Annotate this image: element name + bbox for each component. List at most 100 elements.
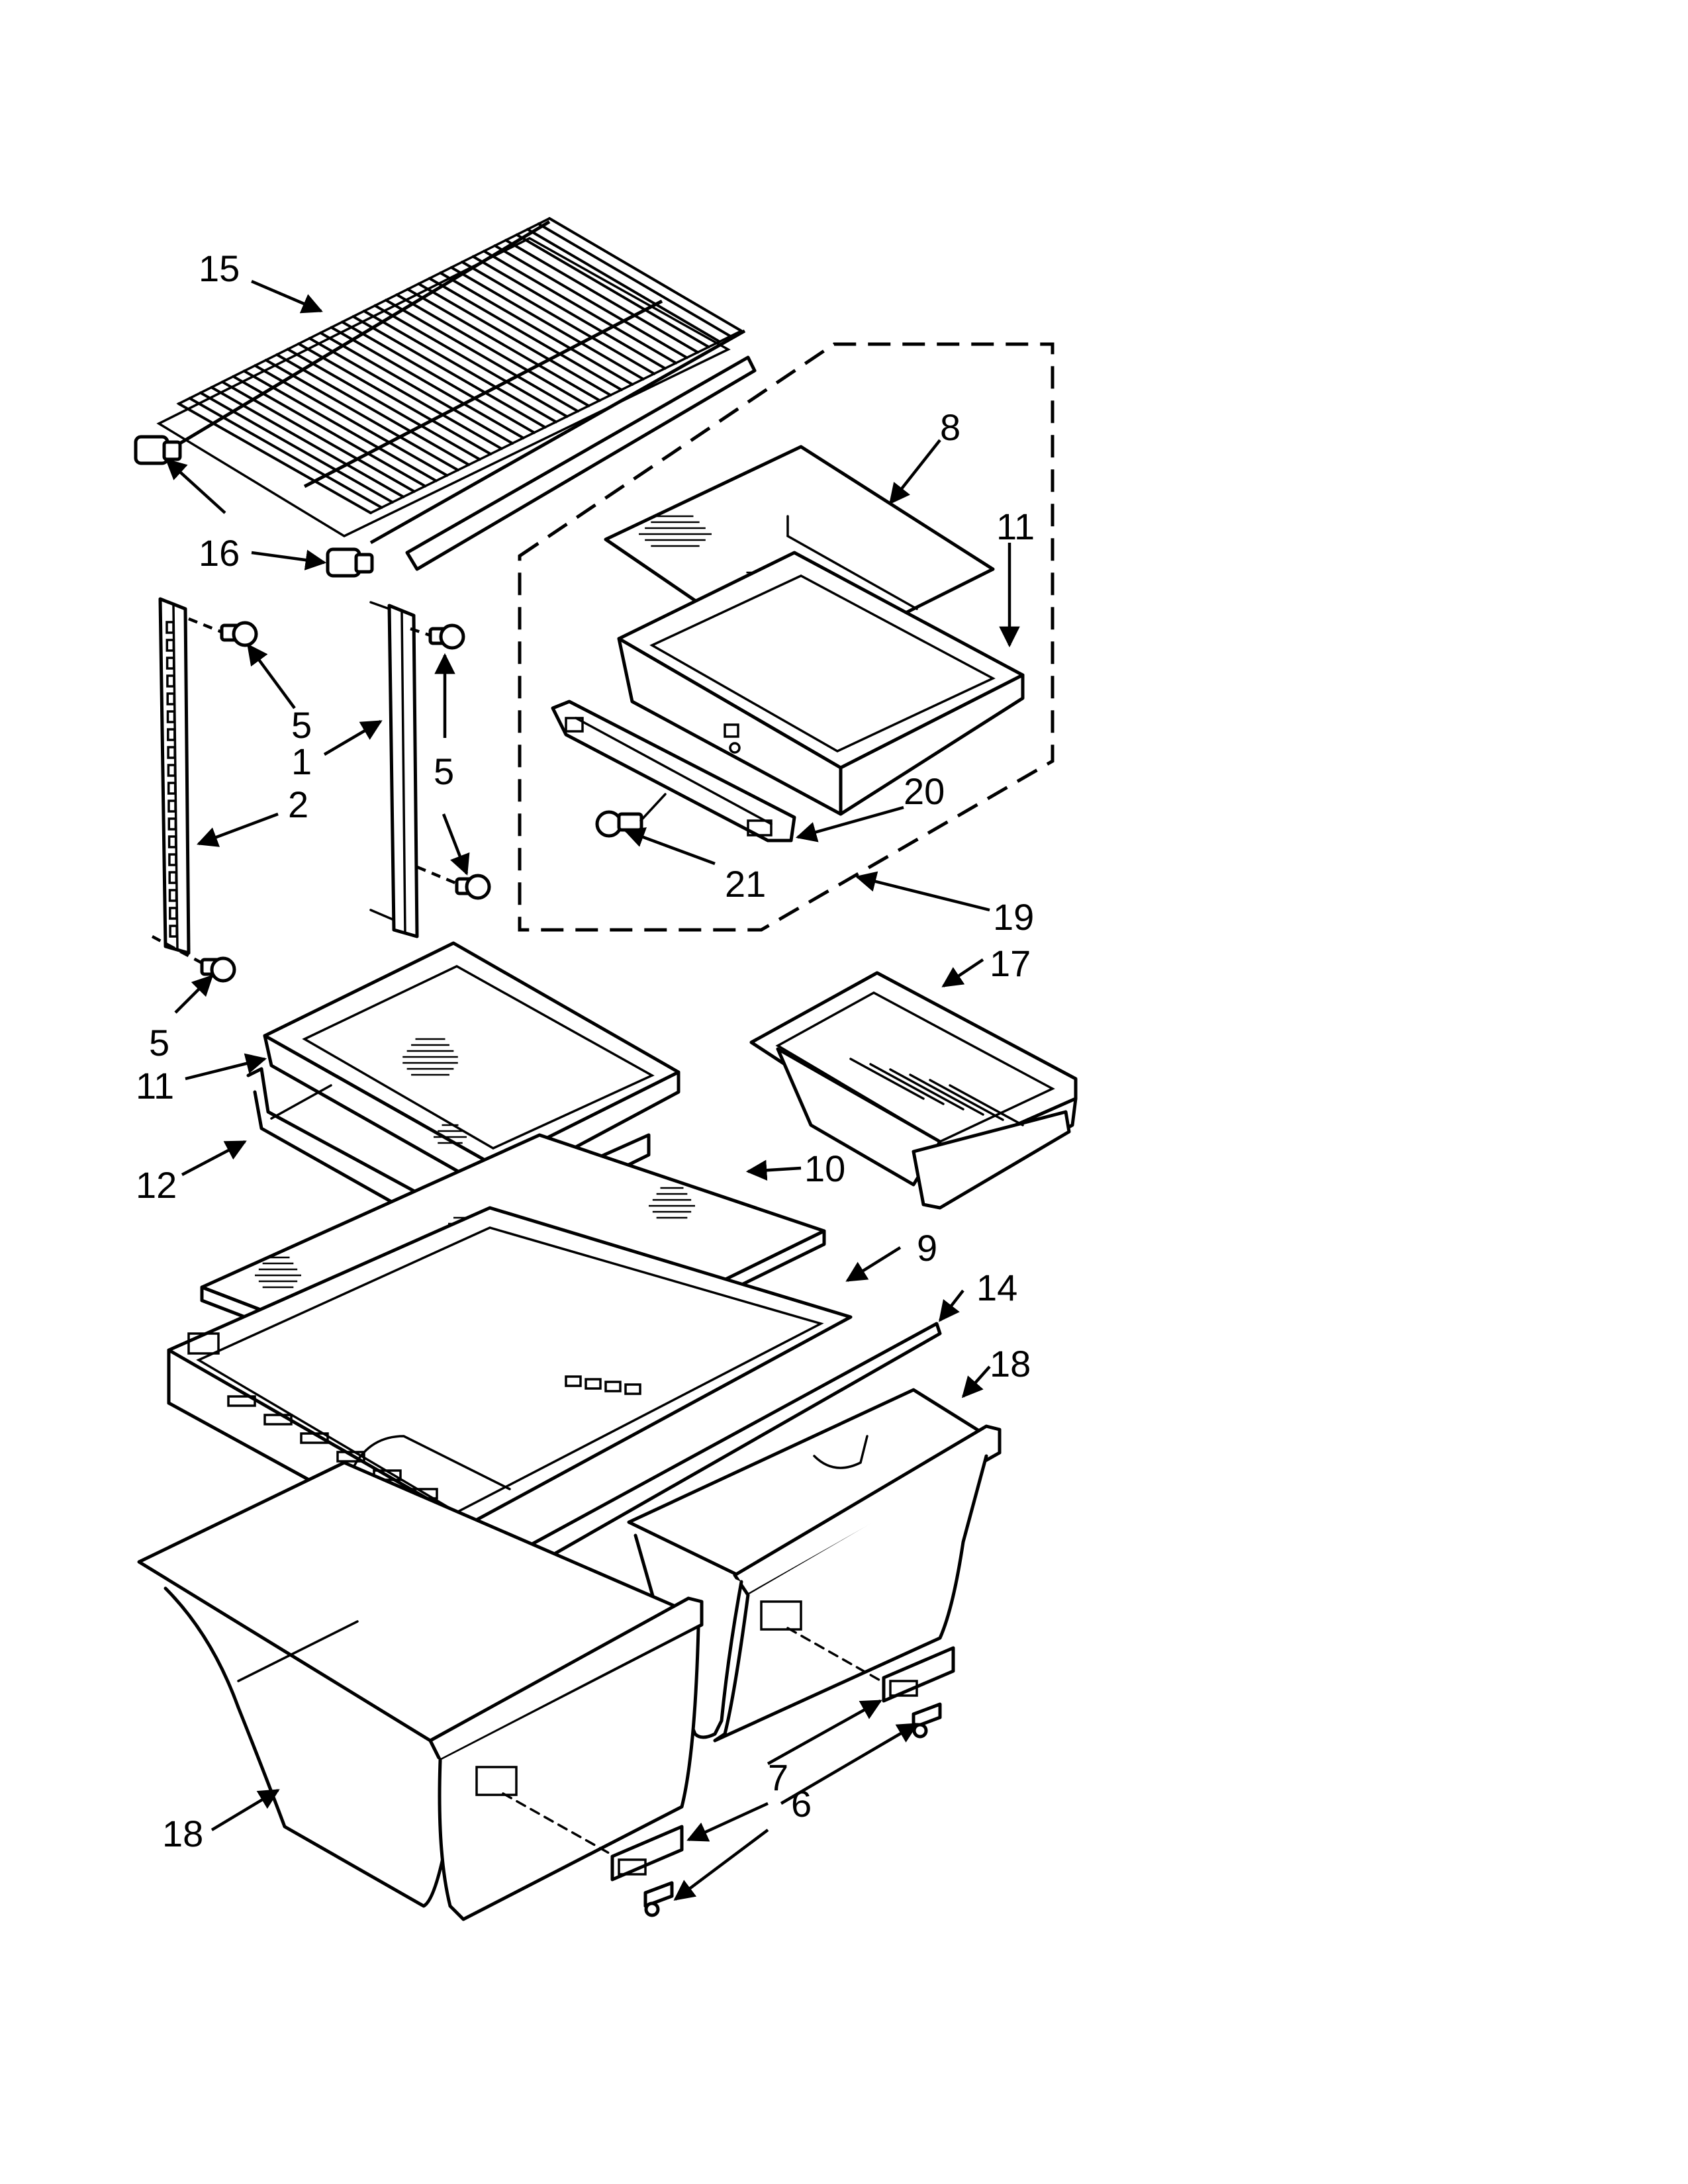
shelf-wire (308, 337, 503, 450)
ladder-slot (166, 674, 175, 688)
callout-15: 15 (199, 248, 240, 289)
shelf-wire (341, 320, 536, 434)
shelf-end-cap-lower (326, 547, 374, 578)
callout-20: 20 (904, 770, 945, 812)
wire-shelf (156, 217, 757, 571)
shelf-wire (493, 244, 688, 359)
shelf-frame-lower (263, 941, 680, 1193)
shelf-wire (483, 250, 678, 365)
frame-vent (624, 1383, 641, 1395)
shelf-wire (449, 266, 645, 381)
shelf-wire (220, 381, 416, 493)
bracket-screw (595, 793, 667, 838)
callout-1: 1 (291, 741, 312, 782)
ladder-slot (165, 639, 175, 652)
callout-8: 8 (940, 406, 961, 448)
drawer-rib (929, 1079, 1004, 1121)
screw-1 (188, 617, 258, 647)
ladder-slot (168, 871, 177, 884)
frame-vent (336, 1451, 365, 1463)
ladder-slot (167, 799, 177, 813)
callout-11-upper: 11 (996, 506, 1035, 547)
shelf-wire (363, 310, 557, 424)
callout-17: 17 (990, 942, 1031, 984)
shelf-wire (286, 347, 481, 461)
deli-drawer (749, 971, 1078, 1210)
crisper-drawer-left (137, 1461, 704, 1921)
drawer-slide-clip-left (610, 1825, 684, 1882)
shelf-wire (254, 364, 449, 477)
ladder-slot (165, 657, 175, 670)
ladder-slot (169, 925, 178, 938)
frame-vent (263, 1414, 293, 1426)
ladder-slot (167, 746, 176, 759)
shelf-wire (352, 315, 547, 429)
ladder-slot (167, 782, 177, 795)
shelf-wire (373, 304, 569, 418)
shelf-assembly-boundary (518, 342, 1055, 932)
shelf-wire (439, 271, 634, 386)
shelf-wire (242, 369, 438, 482)
callout-16: 16 (199, 532, 240, 574)
shelf-wire (515, 233, 710, 349)
screw-3 (416, 865, 491, 900)
ladder-slot (167, 835, 177, 848)
shelf-wire (199, 391, 394, 504)
shelf-wire (264, 359, 459, 472)
shelf-wire (504, 238, 700, 354)
ladder-slot (165, 621, 175, 634)
ladder-slot (166, 692, 175, 705)
shelf-ladder-right (369, 601, 419, 938)
drawer-stop-left (643, 1881, 674, 1917)
shelf-wire (406, 288, 601, 402)
callout-18-right: 18 (990, 1343, 1031, 1385)
ladder-slot (167, 728, 176, 741)
drawer-rib (869, 1063, 945, 1105)
shelf-wire (330, 326, 525, 439)
callout-5-upper-left: 5 (291, 704, 312, 746)
callout-11-lower: 11 (136, 1065, 174, 1107)
callout-19: 19 (993, 896, 1034, 938)
callout-6: 6 (791, 1783, 812, 1825)
ladder-slot (167, 817, 177, 831)
callout-18-left: 18 (162, 1813, 203, 1854)
callout-10: 10 (804, 1148, 845, 1189)
shelf-wire (428, 277, 623, 391)
leader-lines (165, 279, 1020, 1901)
drawer-rib (889, 1068, 964, 1111)
frame-vent (565, 1375, 582, 1387)
shelf-wire (319, 331, 514, 445)
ladder-slot (169, 907, 178, 920)
shelf-wire (471, 255, 667, 370)
drawer-rib (849, 1058, 925, 1100)
callout-21: 21 (725, 863, 766, 905)
frame-vent (227, 1395, 256, 1407)
shelf-rail-bracket (551, 700, 796, 842)
ladder-slot (168, 853, 177, 866)
callout-12: 12 (136, 1164, 177, 1206)
shelf-wire (417, 282, 612, 397)
crisper-drawer-right (627, 1388, 1002, 1743)
shelf-wire (537, 222, 732, 338)
callout-7: 7 (768, 1756, 788, 1798)
shelf-wire (177, 402, 372, 514)
shelf-wire (297, 342, 492, 456)
ladder-slot (168, 889, 178, 902)
shelf-wire (461, 260, 656, 375)
screw-2 (410, 623, 465, 650)
drawer-slide-clip-right (882, 1646, 955, 1703)
shelf-ladder-left (158, 597, 191, 955)
shelf-wire (548, 217, 743, 332)
shelf-wire (232, 375, 427, 488)
frame-vent (300, 1432, 329, 1444)
callout-5-upper-right: 5 (434, 751, 454, 792)
ladder-slot (166, 710, 176, 723)
shelf-wire (395, 293, 590, 408)
shelf-frame-upper (617, 551, 1025, 816)
callout-5-lower: 5 (149, 1022, 169, 1064)
callout-9: 9 (917, 1227, 937, 1269)
callout-14: 14 (976, 1267, 1017, 1308)
shelf-wire (384, 298, 579, 413)
screw-4 (151, 935, 236, 983)
